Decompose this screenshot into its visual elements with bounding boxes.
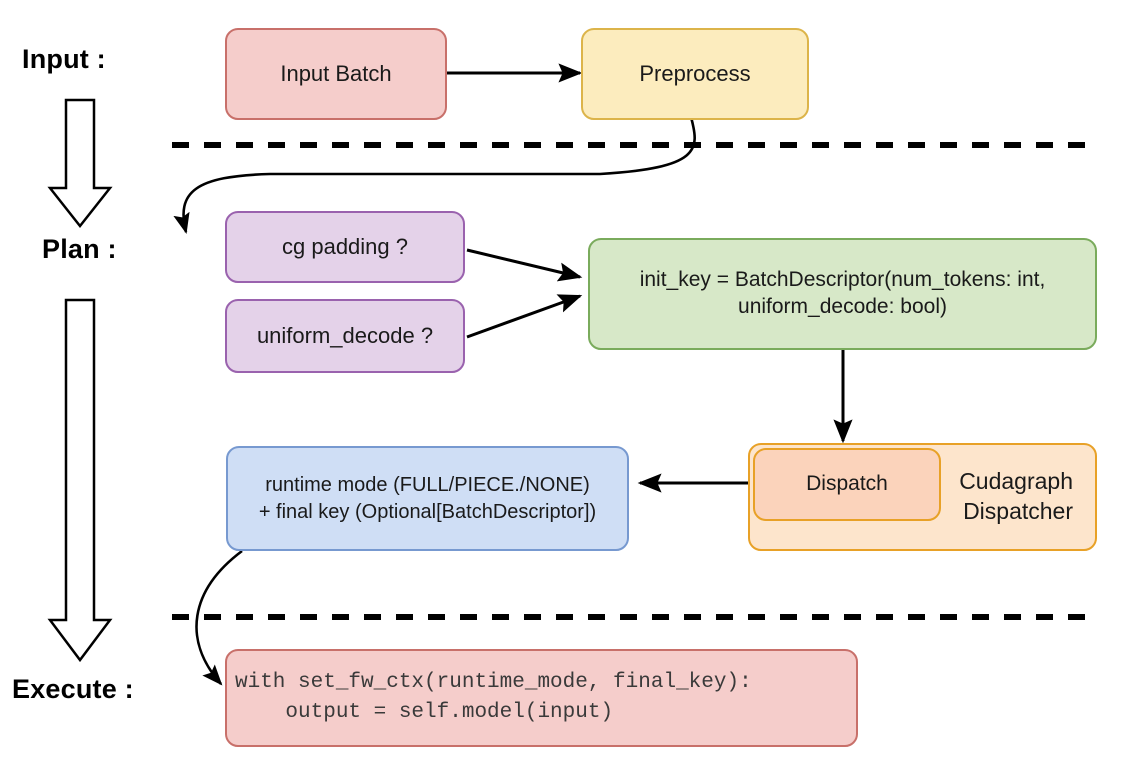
- node-execute-code-line-1: with set_fw_ctx(runtime_mode, final_key)…: [235, 671, 752, 695]
- node-execute-code[interactable]: with set_fw_ctx(runtime_mode, final_key)…: [225, 649, 858, 747]
- node-init-key-line-2: uniform_decode: bool): [738, 295, 947, 318]
- node-uniform-decode[interactable]: uniform_decode ?: [225, 299, 465, 373]
- edge-runtime-mode-to-execute: [195, 549, 243, 686]
- edge-uniform-decode-to-init-key: [466, 294, 583, 339]
- stage-label-input: Input :: [22, 44, 106, 74]
- stage-label-execute: Execute :: [12, 674, 134, 704]
- node-dispatch-label: Dispatch: [806, 472, 888, 496]
- node-init-key[interactable]: init_key = BatchDescriptor(num_tokens: i…: [588, 238, 1097, 350]
- node-cudagraph-dispatcher-line-1: Cudagraph: [959, 468, 1073, 495]
- node-preprocess[interactable]: Preprocess: [581, 28, 809, 120]
- input-to-plan-arrow: [47, 98, 113, 229]
- node-dispatch[interactable]: Dispatch: [753, 448, 941, 521]
- node-cg-padding[interactable]: cg padding ?: [225, 211, 465, 283]
- node-uniform-decode-label: uniform_decode ?: [256, 322, 434, 348]
- node-execute-code-line-2: output = self.model(input): [235, 701, 614, 724]
- node-runtime-mode[interactable]: runtime mode (FULL/PIECE./NONE) + final …: [226, 446, 629, 551]
- node-input-batch[interactable]: Input Batch: [225, 28, 447, 120]
- node-input-batch-label: Input Batch: [280, 60, 392, 86]
- node-preprocess-label: Preprocess: [639, 60, 751, 86]
- node-runtime-mode-line-2: + final key (Optional[BatchDescriptor]): [258, 500, 597, 523]
- node-runtime-mode-line-1: runtime mode (FULL/PIECE./NONE): [265, 473, 590, 496]
- plan-to-execute-arrow: [47, 298, 113, 663]
- stage-label-plan: Plan :: [42, 234, 117, 264]
- node-init-key-line-1: init_key = BatchDescriptor(num_tokens: i…: [639, 268, 1046, 292]
- edge-cg-padding-to-init-key: [466, 248, 583, 282]
- node-cg-padding-label: cg padding ?: [282, 233, 408, 259]
- node-cudagraph-dispatcher-line-2: Dispatcher: [963, 498, 1073, 524]
- edge-preprocess-to-cg-padding: [173, 116, 696, 235]
